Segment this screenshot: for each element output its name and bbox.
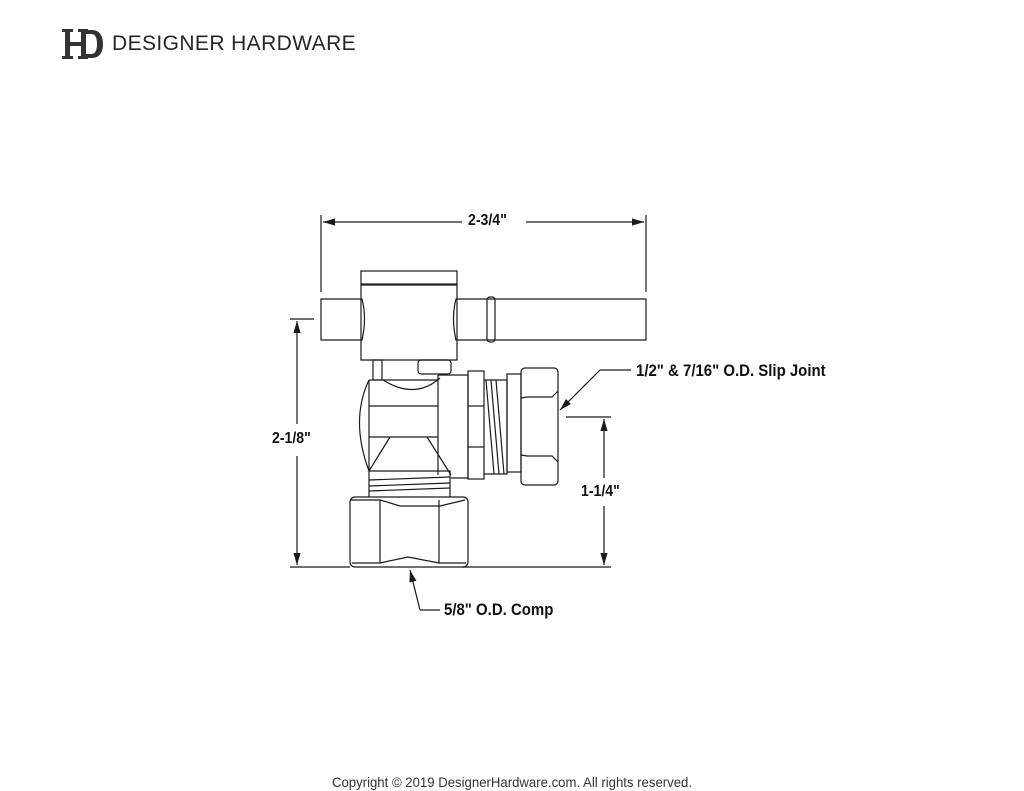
dimension-label-height: 2-1/8" — [272, 430, 311, 448]
copyright-notice: Copyright © 2019 DesignerHardware.com. A… — [331, 774, 693, 790]
callout-outlet-slip-joint: 1/2" & 7/16" O.D. Slip Joint — [636, 361, 826, 380]
brand-header: DESIGNER HARDWARE — [62, 26, 356, 62]
dimension-overall-width — [320, 215, 647, 292]
dimension-label-width: 2-3/4" — [468, 212, 507, 230]
callout-inlet-compression: 5/8" O.D. Comp — [444, 600, 554, 619]
lever-handle — [320, 270, 647, 381]
dimension-overall-height — [290, 318, 350, 568]
dimension-label-outlet-height: 1-1/4" — [581, 483, 620, 501]
dh-monogram-icon — [62, 29, 103, 59]
callout-leader-inlet — [409, 569, 440, 611]
valve-body — [358, 367, 559, 497]
callout-leader-outlet — [559, 369, 631, 411]
dimension-outlet-height — [462, 416, 611, 568]
inlet-compression-nut — [349, 496, 469, 568]
brand-name: DESIGNER HARDWARE — [112, 32, 357, 55]
